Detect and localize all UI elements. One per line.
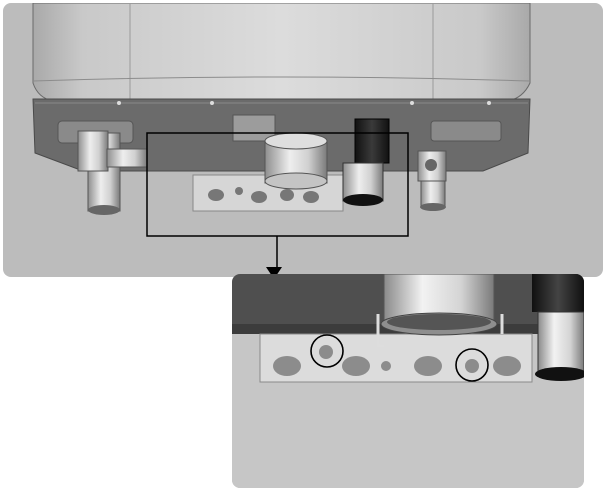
- appliance-underside-illustration: [32, 3, 531, 271]
- bracket-hole: [381, 361, 391, 371]
- bracket-hole: [319, 345, 333, 359]
- overview-panel: [3, 3, 603, 277]
- detail-panel: [232, 274, 584, 488]
- bracket-slot: [273, 356, 301, 376]
- dark-fitting-detail: [532, 274, 584, 312]
- highlight-marker-left: [310, 334, 344, 368]
- bracket-detail: [259, 333, 533, 383]
- arrow-down-icon: [266, 267, 282, 279]
- highlight-marker-right: [455, 348, 489, 382]
- bracket-slot: [493, 356, 521, 376]
- bracket-hole: [465, 359, 479, 373]
- dark-fitting: [354, 118, 390, 164]
- appliance-casing: [32, 3, 531, 102]
- bracket-slot: [414, 356, 442, 376]
- left-elbow: [77, 130, 109, 172]
- bracket-slot: [342, 356, 370, 376]
- bracket-detail-illustration: [232, 274, 584, 488]
